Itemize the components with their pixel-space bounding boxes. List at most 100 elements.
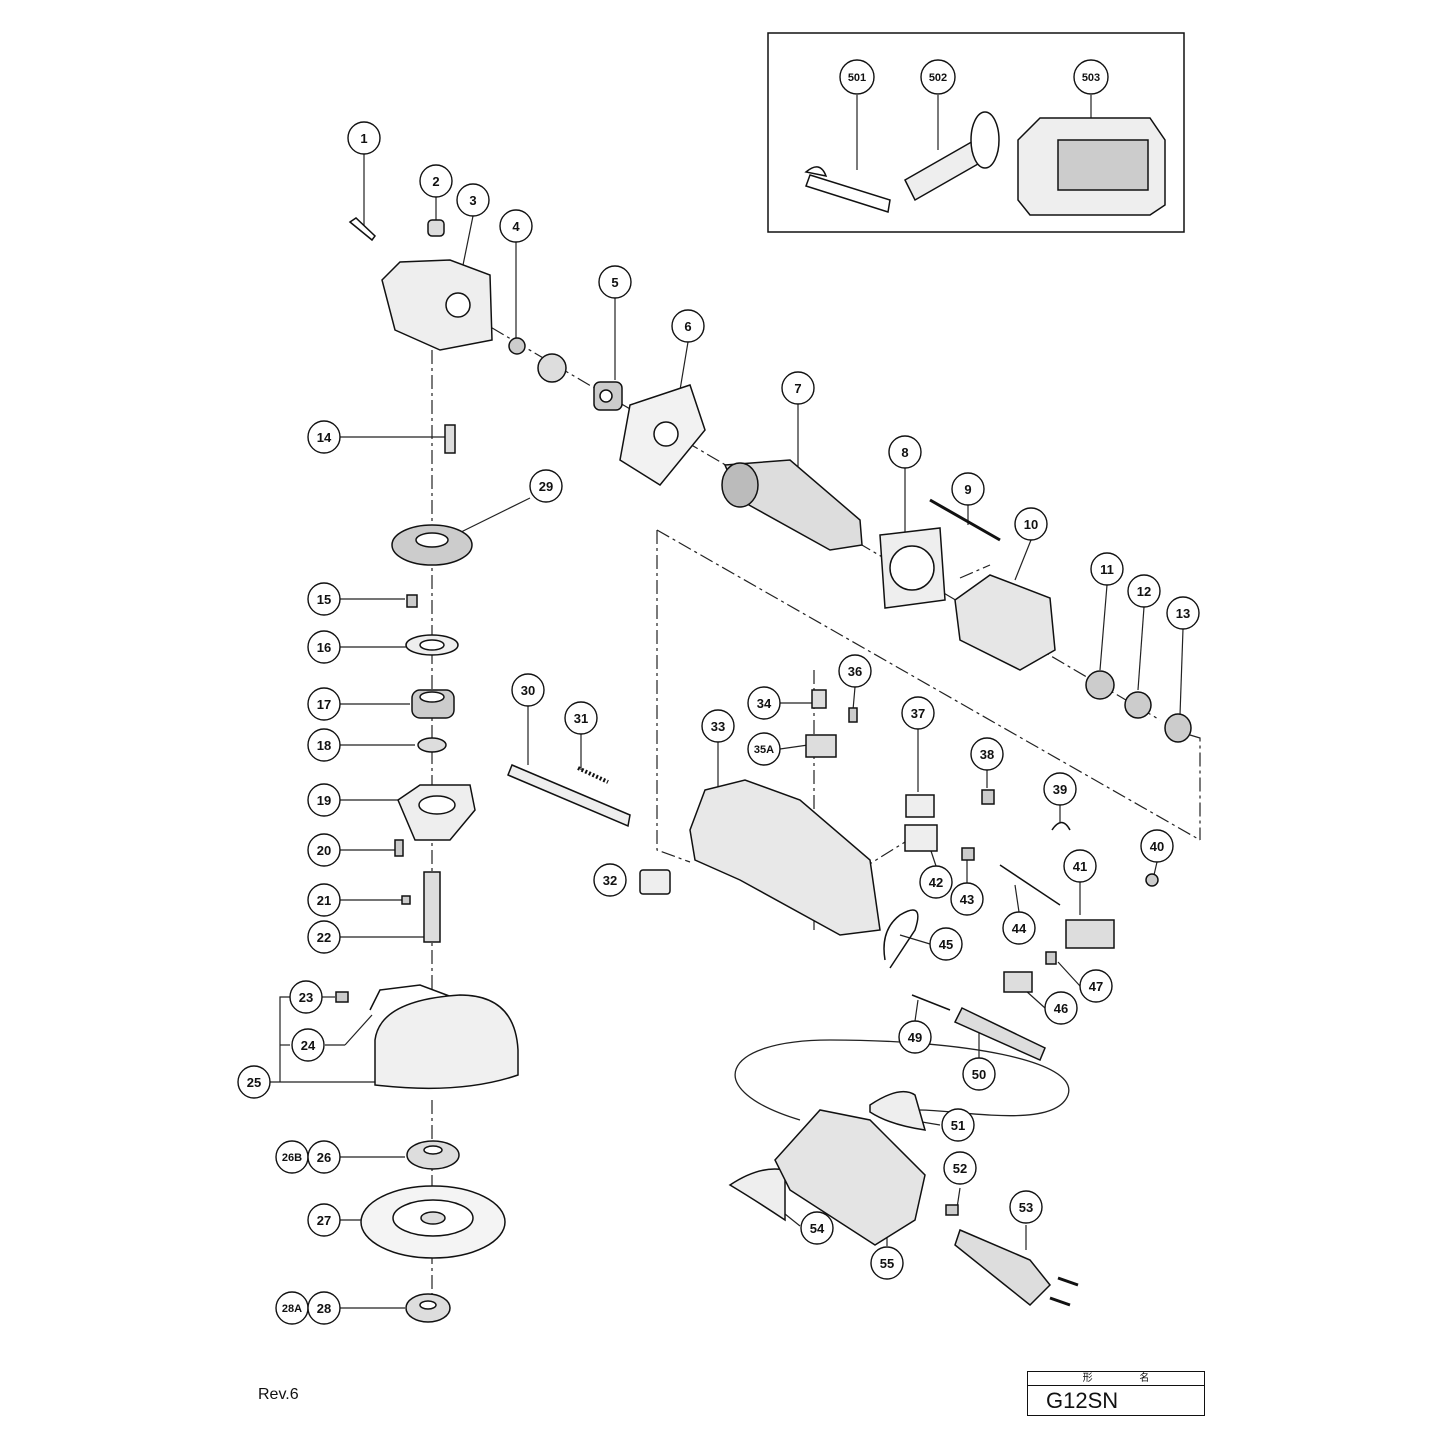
svg-text:15: 15 bbox=[317, 592, 331, 607]
svg-text:5: 5 bbox=[611, 275, 618, 290]
label-6: 6 bbox=[671, 309, 705, 343]
label-3: 3 bbox=[456, 183, 490, 217]
label-44: 44 bbox=[1002, 911, 1036, 945]
svg-text:32: 32 bbox=[603, 873, 617, 888]
label-7: 7 bbox=[781, 371, 815, 405]
label-14: 14 bbox=[307, 420, 341, 454]
label-18: 18 bbox=[307, 728, 341, 762]
svg-text:17: 17 bbox=[317, 697, 331, 712]
label-22: 22 bbox=[307, 920, 341, 954]
svg-text:27: 27 bbox=[317, 1213, 331, 1228]
label-26b: 26B bbox=[275, 1140, 309, 1174]
svg-text:50: 50 bbox=[972, 1067, 986, 1082]
svg-text:18: 18 bbox=[317, 738, 331, 753]
svg-text:51: 51 bbox=[951, 1118, 965, 1133]
svg-text:43: 43 bbox=[960, 892, 974, 907]
label-46: 46 bbox=[1044, 991, 1078, 1025]
label-35a: 35A bbox=[747, 732, 781, 766]
label-15: 15 bbox=[307, 582, 341, 616]
revision-label: Rev.6 bbox=[258, 1386, 299, 1403]
label-29: 29 bbox=[529, 469, 563, 503]
svg-text:9: 9 bbox=[964, 482, 971, 497]
label-31: 31 bbox=[564, 701, 598, 735]
label-501: 501 bbox=[839, 59, 875, 95]
svg-text:503: 503 bbox=[1082, 72, 1100, 84]
svg-text:54: 54 bbox=[810, 1221, 825, 1236]
label-11: 11 bbox=[1090, 552, 1124, 586]
svg-text:4: 4 bbox=[512, 219, 520, 234]
label-50: 50 bbox=[962, 1057, 996, 1091]
part-labels: 1 2 3 4 5 6 7 8 9 10 11 12 13 14 29 15 1… bbox=[237, 59, 1200, 1325]
svg-text:30: 30 bbox=[521, 683, 535, 698]
label-37: 37 bbox=[901, 696, 935, 730]
label-26: 26 bbox=[307, 1140, 341, 1174]
svg-text:8: 8 bbox=[901, 445, 908, 460]
svg-text:20: 20 bbox=[317, 843, 331, 858]
label-28: 28 bbox=[307, 1291, 341, 1325]
label-17: 17 bbox=[307, 687, 341, 721]
power-cord bbox=[734, 1039, 1070, 1121]
svg-text:14: 14 bbox=[317, 430, 332, 445]
label-16: 16 bbox=[307, 630, 341, 664]
label-34: 34 bbox=[747, 686, 781, 720]
svg-text:39: 39 bbox=[1053, 782, 1067, 797]
model-name: G12SN bbox=[1046, 1388, 1119, 1413]
label-10: 10 bbox=[1014, 507, 1048, 541]
svg-text:28A: 28A bbox=[282, 1303, 302, 1315]
label-20: 20 bbox=[307, 833, 341, 867]
label-4: 4 bbox=[499, 209, 533, 243]
label-30: 30 bbox=[511, 673, 545, 707]
label-39: 39 bbox=[1043, 772, 1077, 806]
label-19: 19 bbox=[307, 783, 341, 817]
label-55: 55 bbox=[870, 1246, 904, 1280]
label-1: 1 bbox=[347, 121, 381, 155]
label-503: 503 bbox=[1073, 59, 1109, 95]
svg-text:49: 49 bbox=[908, 1030, 922, 1045]
label-45: 45 bbox=[929, 927, 963, 961]
part-drawings bbox=[335, 111, 1192, 1323]
svg-text:29: 29 bbox=[539, 479, 553, 494]
label-24: 24 bbox=[291, 1028, 325, 1062]
svg-text:35A: 35A bbox=[754, 744, 774, 756]
accessories-box bbox=[767, 32, 1185, 233]
model-header: 形 名 bbox=[1028, 1372, 1204, 1386]
label-9: 9 bbox=[951, 472, 985, 506]
svg-text:25: 25 bbox=[247, 1075, 261, 1090]
svg-text:36: 36 bbox=[848, 664, 862, 679]
label-42: 42 bbox=[919, 865, 953, 899]
svg-text:52: 52 bbox=[953, 1161, 967, 1176]
svg-text:37: 37 bbox=[911, 706, 925, 721]
label-502: 502 bbox=[920, 59, 956, 95]
svg-text:26B: 26B bbox=[282, 1152, 302, 1164]
svg-text:7: 7 bbox=[794, 381, 801, 396]
label-2: 2 bbox=[419, 164, 453, 198]
label-25: 25 bbox=[237, 1065, 271, 1099]
label-21: 21 bbox=[307, 883, 341, 917]
svg-text:26: 26 bbox=[317, 1150, 331, 1165]
model-title-block: 形 名 G12SN bbox=[1027, 1371, 1205, 1416]
svg-text:55: 55 bbox=[880, 1256, 894, 1271]
svg-text:22: 22 bbox=[317, 930, 331, 945]
svg-text:44: 44 bbox=[1012, 921, 1027, 936]
label-13: 13 bbox=[1166, 596, 1200, 630]
label-12: 12 bbox=[1127, 574, 1161, 608]
svg-text:40: 40 bbox=[1150, 839, 1164, 854]
label-5: 5 bbox=[598, 265, 632, 299]
label-51: 51 bbox=[941, 1108, 975, 1142]
svg-text:6: 6 bbox=[684, 319, 691, 334]
svg-text:1: 1 bbox=[360, 131, 367, 146]
label-38: 38 bbox=[970, 737, 1004, 771]
svg-text:24: 24 bbox=[301, 1038, 316, 1053]
svg-text:21: 21 bbox=[317, 893, 331, 908]
svg-text:11: 11 bbox=[1100, 562, 1114, 577]
svg-text:10: 10 bbox=[1024, 517, 1038, 532]
svg-text:23: 23 bbox=[299, 990, 313, 1005]
label-41: 41 bbox=[1063, 849, 1097, 883]
svg-text:502: 502 bbox=[929, 72, 947, 84]
svg-text:33: 33 bbox=[711, 719, 725, 734]
svg-text:19: 19 bbox=[317, 793, 331, 808]
svg-text:34: 34 bbox=[757, 696, 772, 711]
svg-text:46: 46 bbox=[1054, 1001, 1068, 1016]
label-40: 40 bbox=[1140, 829, 1174, 863]
